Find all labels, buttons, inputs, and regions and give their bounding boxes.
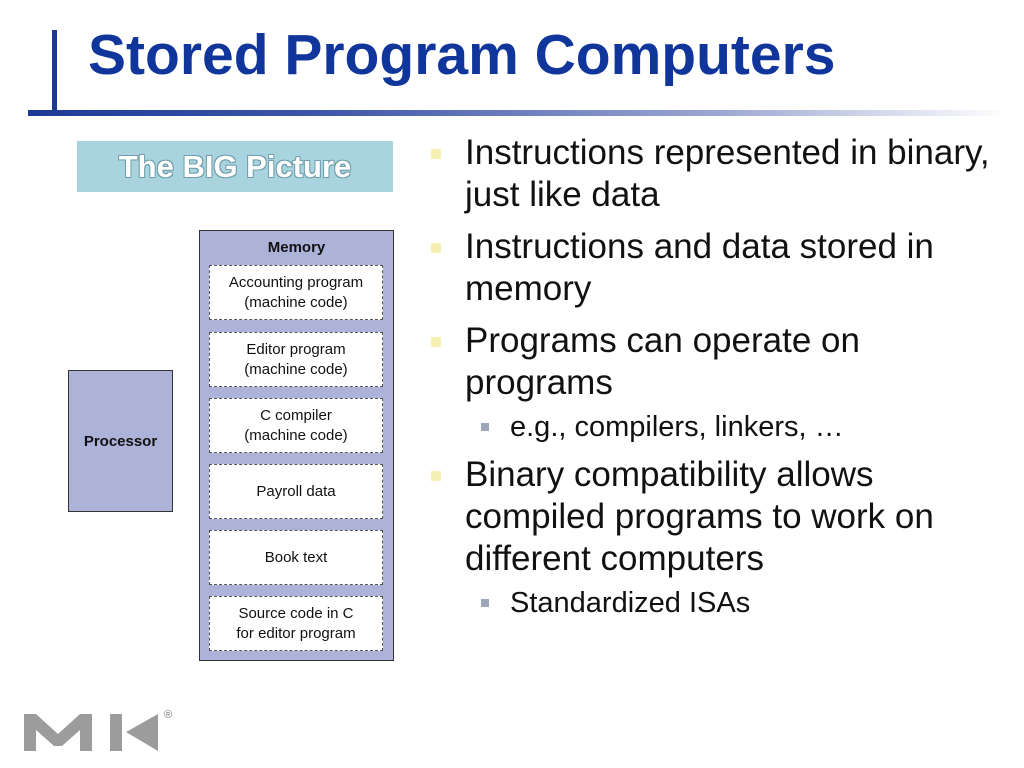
memory-item-accounting-program: Accounting program (machine code) (209, 265, 383, 320)
processor-box: Processor (68, 370, 173, 512)
bullet-text: Binary compatibility allows compiled pro… (465, 455, 934, 578)
registered-mark: ® (164, 709, 172, 721)
memory-item-line: Book text (264, 548, 328, 566)
bullet-text: Instructions represented in binary, just… (465, 133, 990, 214)
memory-item-payroll-data: Payroll data (209, 464, 383, 519)
sub-bullet-text: e.g., compilers, linkers, … (510, 411, 844, 443)
processor-label: Processor (83, 432, 158, 450)
bullet-text: Instructions and data stored in memory (465, 227, 934, 308)
sub-bullet-item: Standardized ISAs (425, 586, 1015, 620)
memory-box: Memory Accounting program(machine code) … (199, 230, 394, 661)
memory-item-line: C compiler (260, 406, 332, 424)
memory-item-line: Payroll data (256, 482, 336, 500)
square-bullet-icon (431, 337, 441, 347)
memory-item-line: (machine code) (244, 293, 348, 311)
square-bullet-icon (431, 243, 441, 253)
slide-title: Stored Program Computers (88, 23, 836, 87)
square-sub-bullet-icon (481, 599, 489, 607)
bullet-item: Programs can operate on programs (425, 320, 1015, 404)
bullet-item: Instructions represented in binary, just… (425, 132, 1015, 216)
bullet-item: Instructions and data stored in memory (425, 226, 1015, 310)
title-accent-vertical-bar (52, 30, 57, 110)
memory-item-c-compiler: C compiler (machine code) (209, 398, 383, 453)
square-bullet-icon (431, 471, 441, 481)
memory-item-line: for editor program (236, 624, 356, 642)
mk-logo-icon: ® (24, 709, 172, 751)
sub-bullet-text: Standardized ISAs (510, 587, 751, 619)
memory-item-source-code: Source code in C for editor program (209, 596, 383, 651)
memory-item-line: (machine code) (244, 360, 348, 378)
memory-item-line: Accounting program (228, 273, 364, 291)
memory-label: Memory (267, 239, 326, 256)
big-picture-banner: The BIG Picture (77, 141, 393, 192)
bullet-text: Programs can operate on programs (465, 321, 860, 402)
bullet-item: Binary compatibility allows compiled pro… (425, 454, 1015, 580)
square-bullet-icon (431, 149, 441, 159)
memory-item-line: (machine code) (244, 426, 348, 444)
title-underline-bar (28, 110, 1008, 116)
square-sub-bullet-icon (481, 423, 489, 431)
memory-item-editor-program: Editor program (machine code) (209, 332, 383, 387)
memory-item-line: Editor program (246, 340, 346, 358)
memory-item-book-text: Book text (209, 530, 383, 585)
bullet-list: Instructions represented in binary, just… (425, 132, 1015, 630)
memory-item-line: Source code in C (238, 604, 354, 622)
sub-bullet-item: e.g., compilers, linkers, … (425, 410, 1015, 444)
